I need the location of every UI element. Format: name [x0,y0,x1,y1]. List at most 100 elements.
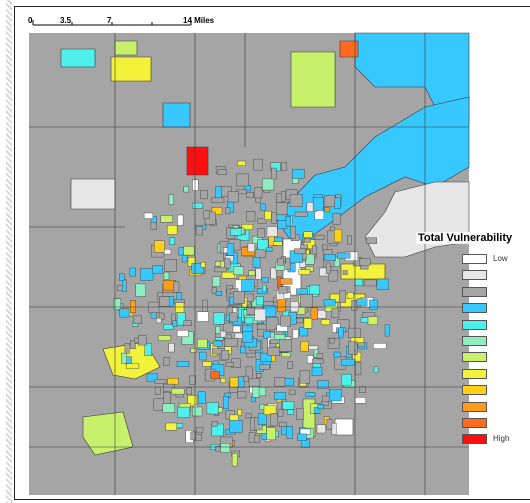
tract [297,433,307,441]
legend-swatch [462,401,487,412]
tract [227,191,239,203]
tract [214,266,227,273]
tract [237,391,247,399]
tract [254,187,263,199]
tract [120,352,127,364]
tract [164,259,177,272]
tract [223,247,228,254]
tract-north-yellowgreen [290,51,336,108]
scale-tick-0: 0 [28,16,33,25]
tract [236,173,249,187]
tract [165,422,177,431]
tract [229,312,238,323]
tract [217,169,227,175]
tract [221,271,235,279]
tract [154,387,161,395]
tract [240,346,246,354]
tract [298,269,311,275]
tract [196,311,209,322]
tract [267,347,280,356]
tract [224,338,238,347]
tract [341,373,352,386]
tract [323,195,336,207]
legend-swatch [462,336,487,346]
legend-swatch [462,434,487,445]
tract [376,278,389,290]
tract [245,413,252,419]
tract [148,301,160,313]
tract [331,423,337,435]
tract [312,363,321,368]
tract [359,258,371,266]
tract [167,378,179,385]
tract [289,193,303,207]
tract [244,317,254,325]
tract [271,212,277,224]
tract [144,343,152,356]
tract [135,283,146,297]
tract [246,192,254,198]
tract [196,427,204,434]
tract [231,453,238,467]
tract [156,317,162,324]
tract [363,279,377,287]
tract [316,310,327,319]
tract [266,427,276,441]
tract [313,407,320,414]
tract [304,238,311,243]
tract [226,242,235,256]
tract [248,378,261,387]
tract [254,308,266,322]
legend-class-10 [462,401,522,414]
tract [233,291,245,304]
tract [211,207,223,215]
tract [177,406,190,418]
tract [316,424,326,434]
tract [266,246,273,252]
tract [324,207,330,213]
tract [220,443,231,453]
scale-bar [32,20,192,26]
legend-class-2 [462,270,522,282]
tract [129,267,136,277]
tract [237,160,246,166]
outside-area [469,33,525,237]
tract [300,294,313,308]
tract [296,288,308,295]
legend-class-7 [462,352,522,364]
tract [279,339,292,352]
tract [279,421,287,427]
legend-class-12: High [462,434,522,446]
tract [195,226,203,236]
tract [252,384,261,398]
tract [253,158,263,171]
tract [299,327,309,337]
tract [242,325,254,332]
tract [199,351,207,361]
legend-swatch [462,270,487,281]
tract [223,322,234,334]
tract [159,296,170,307]
tract [212,340,223,347]
tract [210,371,220,379]
urban-core-tracts [113,158,390,467]
tract [130,300,137,313]
legend-label: Low [493,254,508,263]
tract [133,315,142,324]
tract [257,227,265,238]
tract [346,292,354,299]
tract [237,409,242,416]
tract [221,350,230,361]
tract [280,315,292,327]
tract [333,351,341,358]
tract [325,262,331,275]
tract [299,370,310,384]
tract [355,362,362,376]
tract [212,276,221,287]
tract [292,169,305,179]
tract-north-cyan-2 [114,40,138,56]
tract [270,339,279,345]
tract [282,401,295,410]
tract [125,363,140,369]
tract [200,190,208,200]
